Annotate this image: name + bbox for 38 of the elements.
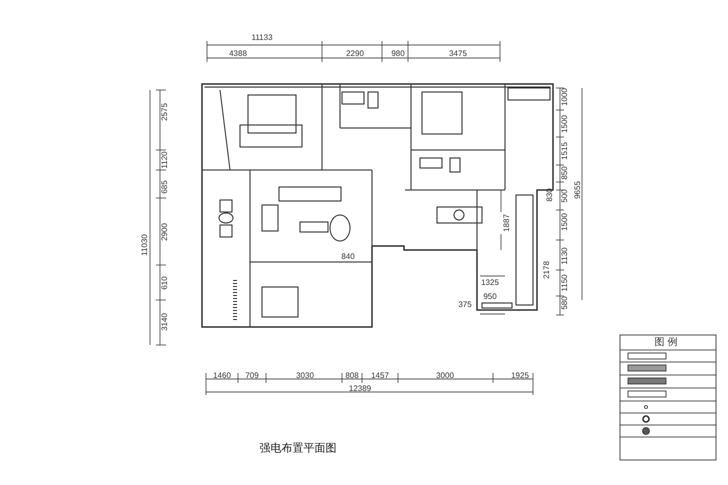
dimension-label: 11030	[141, 234, 149, 256]
dimension-label: 1925	[511, 372, 529, 380]
dimension-label: 950	[483, 293, 497, 301]
legend-title: 图 例	[654, 338, 678, 348]
dimension-label: 1120	[161, 151, 169, 169]
dimension-label: 9655	[574, 181, 582, 199]
dimension-label: 1887	[503, 214, 511, 232]
dimension-label: 2900	[161, 223, 169, 241]
dimension-label: 1460	[213, 372, 231, 380]
dimension-label: 3475	[449, 50, 467, 58]
dimension-label: 850	[561, 166, 569, 180]
dimension-label: 580	[561, 296, 569, 310]
dimension-label: 1130	[561, 247, 569, 265]
dimension-label: 3000	[436, 372, 454, 380]
dimension-label: 808	[345, 372, 359, 380]
dimension-label: 2178	[543, 261, 551, 279]
dimension-label: 1515	[561, 142, 569, 160]
dimension-label: 3140	[161, 313, 169, 331]
dimension-label: 11133	[251, 34, 273, 42]
dimension-label: 12389	[348, 385, 372, 393]
dimension-label: 3030	[296, 372, 314, 380]
dimension-label: 375	[458, 301, 472, 309]
dimension-label: 980	[391, 50, 405, 58]
dimension-label: 1150	[561, 274, 569, 292]
dimension-label: 2290	[346, 50, 364, 58]
dimension-label: 1457	[371, 372, 389, 380]
dimension-label: 709	[245, 372, 259, 380]
dimension-label: 1500	[561, 213, 569, 231]
plan-caption: 强电布置平面图	[260, 442, 336, 456]
dimension-label: 4388	[229, 50, 247, 58]
dimension-label: 1500	[561, 115, 569, 133]
dimension-label: 1000	[561, 88, 569, 106]
dimension-label: 500	[561, 189, 569, 203]
dimension-label: 685	[161, 180, 169, 194]
dimension-label: 840	[341, 253, 355, 261]
dimension-label: 610	[161, 276, 169, 290]
dimension-label: 1325	[481, 279, 499, 287]
dimension-label: 2575	[161, 103, 169, 121]
